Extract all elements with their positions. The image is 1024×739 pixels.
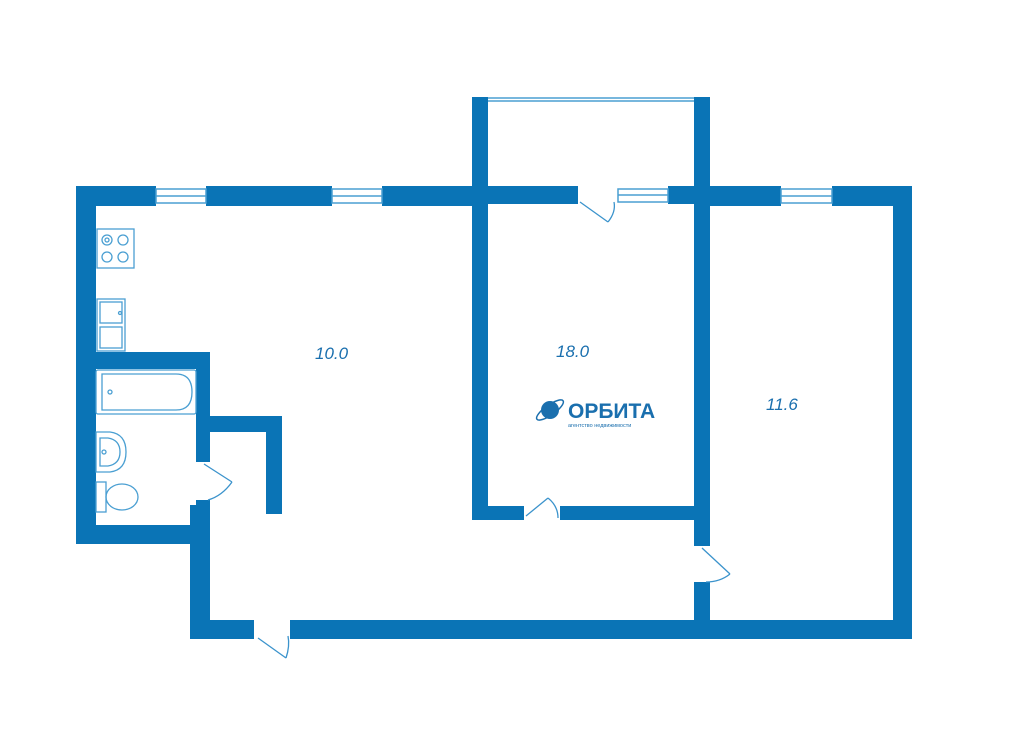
wall-top-room3-a xyxy=(696,186,781,206)
wall-bath-bottom xyxy=(76,525,210,544)
area-label-kitchen: 10.0 xyxy=(315,344,349,363)
wall-room2-left xyxy=(472,186,488,520)
window-3 xyxy=(617,188,669,203)
wall-room2-bottom-b xyxy=(560,506,710,520)
wall-top-mid2 xyxy=(382,186,478,206)
window-4 xyxy=(780,188,833,204)
toilet-icon xyxy=(95,481,139,513)
wall-room3-left-a xyxy=(694,186,710,546)
door-room3 xyxy=(701,547,731,583)
area-label-room3: 11.6 xyxy=(766,395,798,414)
wall-top-room3-b xyxy=(832,186,912,206)
window-2 xyxy=(331,188,383,204)
door-entrance xyxy=(257,635,290,659)
kitchen-sink-icon xyxy=(96,298,126,352)
washbasin-icon xyxy=(95,431,127,473)
wall-top-room2-a xyxy=(472,186,578,204)
wall-hall-stub-v xyxy=(266,416,282,514)
logo-tagline: агентство недвижимости xyxy=(568,423,631,429)
wall-room2-bottom-a xyxy=(472,506,524,520)
door-balcony xyxy=(579,201,616,223)
wall-room3-left-b xyxy=(694,582,710,639)
door-room2 xyxy=(525,497,559,519)
logo: ОРБИТА агентство недвижимости xyxy=(535,399,655,429)
door-bathroom xyxy=(203,463,233,501)
wall-balcony-right xyxy=(694,97,710,202)
wall-left xyxy=(76,186,96,544)
wall-bath-right-b xyxy=(196,500,210,544)
stove-icon xyxy=(96,228,135,269)
bathtub-icon xyxy=(95,369,197,415)
wall-bottom-a xyxy=(190,620,254,639)
wall-bottom-b xyxy=(290,620,912,639)
wall-top-mid1 xyxy=(206,186,332,206)
wall-right xyxy=(893,186,912,639)
wall-hall-stub-h xyxy=(210,416,282,432)
window-1 xyxy=(155,188,207,204)
area-label-room2: 18.0 xyxy=(556,342,590,361)
wall-bath-right-a xyxy=(196,352,210,462)
walls xyxy=(76,97,912,639)
wall-balcony-left xyxy=(472,97,488,202)
windows xyxy=(155,97,833,204)
wall-bath-top xyxy=(96,352,210,369)
planet-orbit-icon xyxy=(535,399,565,421)
balcony-rail xyxy=(488,97,694,102)
doors xyxy=(203,201,731,659)
logo-name: ОРБИТА xyxy=(568,400,655,423)
